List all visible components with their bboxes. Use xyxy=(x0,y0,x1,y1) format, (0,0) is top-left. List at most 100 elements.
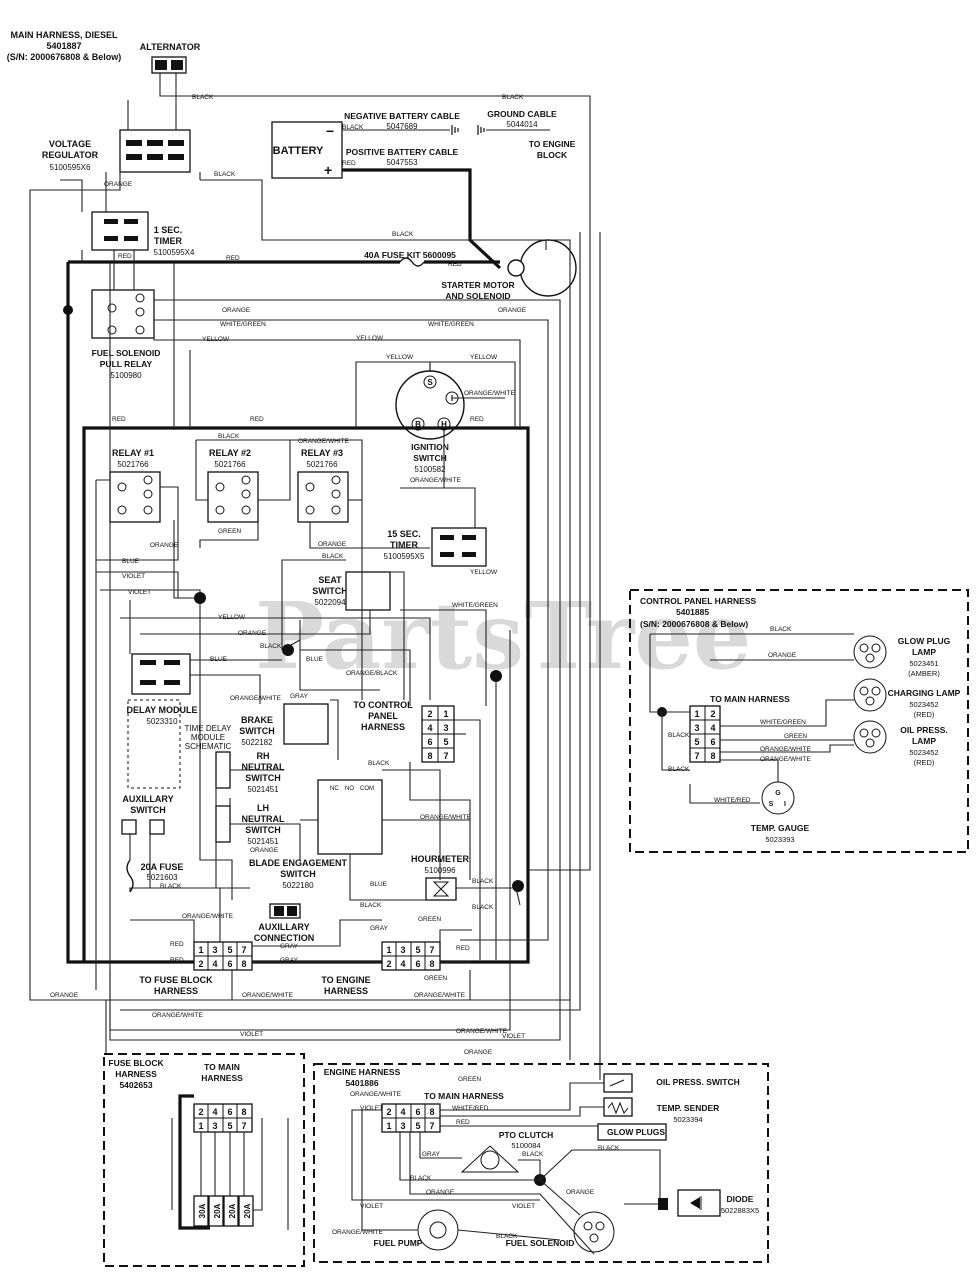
eh-wires xyxy=(351,1082,661,1255)
fb-fuses: 30A 20A 20A 20A xyxy=(193,1195,254,1227)
alternator-pin-2 xyxy=(171,60,183,70)
svg-text:7: 7 xyxy=(429,1121,434,1131)
svg-text:ORANGE: ORANGE xyxy=(464,1049,493,1056)
svg-text:YELLOW: YELLOW xyxy=(218,614,246,621)
oil-switch-icon xyxy=(603,1073,633,1093)
svg-text:ORANGE: ORANGE xyxy=(426,1189,455,1196)
svg-text:BLUE: BLUE xyxy=(370,881,388,888)
blade-switch-box xyxy=(317,779,383,855)
svg-text:3: 3 xyxy=(212,1121,217,1131)
watermark: PartsTree xyxy=(255,582,751,690)
oil-lamp-color: (RED) xyxy=(914,758,935,767)
svg-text:BLACK: BLACK xyxy=(668,732,690,739)
svg-text:7: 7 xyxy=(694,751,699,761)
svg-text:2: 2 xyxy=(386,959,391,969)
svg-text:RED: RED xyxy=(250,416,264,423)
main-harness-title: MAIN HARNESS, DIESEL xyxy=(10,30,118,40)
ignition-line2: SWITCH xyxy=(413,453,447,463)
svg-text:20A: 20A xyxy=(243,1203,252,1218)
svg-text:ORANGE: ORANGE xyxy=(250,847,279,854)
pto-part: 5100084 xyxy=(511,1141,540,1150)
fuel-pump-icon xyxy=(417,1209,459,1251)
temp-sender-icon xyxy=(603,1097,633,1117)
svg-text:BLACK: BLACK xyxy=(496,1233,518,1240)
fb-wires xyxy=(171,1118,289,1230)
relay3-terminals xyxy=(305,475,341,515)
glow-plugs-box xyxy=(597,1123,667,1141)
svg-text:4: 4 xyxy=(212,959,217,969)
svg-text:7: 7 xyxy=(443,751,448,761)
svg-text:4: 4 xyxy=(427,723,432,733)
cp-title: CONTROL PANEL HARNESS xyxy=(640,596,757,606)
svg-text:BLACK: BLACK xyxy=(322,553,344,560)
fuse20-name: 20A FUSE xyxy=(141,862,184,872)
pos-cable-part: 5047553 xyxy=(386,158,418,167)
blade-switch-part: 5022180 xyxy=(282,881,314,890)
svg-text:RED: RED xyxy=(118,253,132,260)
engine-block-line1: TO ENGINE xyxy=(529,139,576,149)
glow-lamp-icon xyxy=(853,635,887,669)
svg-text:BLACK: BLACK xyxy=(668,766,690,773)
fb-title1: FUSE BLOCK xyxy=(108,1058,164,1068)
svg-text:8: 8 xyxy=(241,1107,246,1117)
temp-gauge-icon: G S I xyxy=(761,781,795,815)
oil-switch-label: OIL PRESS. SWITCH xyxy=(656,1077,739,1087)
lh-neutral-line1: LH xyxy=(257,803,269,813)
svg-text:WHITE/GREEN: WHITE/GREEN xyxy=(760,719,806,726)
delay-schematic-line1: TIME DELAY xyxy=(185,724,233,733)
rh-neutral-box xyxy=(215,751,231,789)
one-sec-timer-line1: 1 SEC. xyxy=(154,225,183,235)
svg-text:7: 7 xyxy=(429,945,434,955)
to-control-line2: PANEL xyxy=(368,711,398,721)
svg-text:4: 4 xyxy=(400,959,405,969)
svg-text:4: 4 xyxy=(400,1107,405,1117)
aux-connection-line2: CONNECTION xyxy=(254,933,315,943)
svg-text:RED: RED xyxy=(448,261,462,268)
ignition-part: 5100582 xyxy=(414,465,446,474)
svg-text:WHITE/GREEN: WHITE/GREEN xyxy=(428,321,474,328)
eh-wire-tags: GREEN ORANGE/WHITE WHITE/RED VIOLET RED … xyxy=(332,1076,620,1240)
rh-neutral-part: 5021451 xyxy=(247,785,279,794)
to-control-line1: TO CONTROL xyxy=(353,700,413,710)
fuse20-icon xyxy=(126,859,134,893)
brake-switch-box xyxy=(283,703,329,745)
voltage-regulator-part: 5100595X6 xyxy=(50,163,91,172)
to-fuse-block-line1: TO FUSE BLOCK xyxy=(139,975,213,985)
lh-neutral-line2: NEUTRAL xyxy=(242,814,285,824)
svg-text:ORANGE/WHITE: ORANGE/WHITE xyxy=(350,1091,402,1098)
svg-text:ORANGE/BLACK: ORANGE/BLACK xyxy=(346,670,398,677)
relay3-box xyxy=(297,471,349,523)
svg-text:1: 1 xyxy=(198,1121,203,1131)
seat-switch-box xyxy=(345,571,391,611)
svg-text:8: 8 xyxy=(710,751,715,761)
temp-gauge-name: TEMP. GAUGE xyxy=(751,823,810,833)
harness-wires xyxy=(29,73,601,1080)
pto-clutch-icon xyxy=(460,1145,520,1173)
svg-text:RED: RED xyxy=(112,416,126,423)
fuel-relay-box xyxy=(91,289,155,339)
svg-text:BLACK: BLACK xyxy=(392,231,414,238)
cp-serial: (S/N: 2000676808 & Below) xyxy=(640,619,748,629)
main-power-bus xyxy=(66,262,530,964)
seat-switch-line1: SEAT xyxy=(318,575,342,585)
main-harness-serial: (S/N: 2000676808 & Below) xyxy=(7,52,122,62)
timer15-line1: 15 SEC. xyxy=(387,529,421,539)
svg-text:7: 7 xyxy=(241,1121,246,1131)
ignition-line1: IGNITION xyxy=(411,442,449,452)
svg-text:ORANGE/WHITE: ORANGE/WHITE xyxy=(760,746,812,753)
svg-text:S: S xyxy=(427,378,433,387)
svg-text:VIOLET: VIOLET xyxy=(502,1033,525,1040)
svg-text:ORANGE: ORANGE xyxy=(768,652,797,659)
svg-text:BLACK: BLACK xyxy=(502,94,524,101)
svg-text:BLACK: BLACK xyxy=(770,626,792,633)
solenoid-icon xyxy=(507,259,525,277)
charging-lamp-name: CHARGING LAMP xyxy=(888,688,961,698)
svg-text:2: 2 xyxy=(710,709,715,719)
blade-switch-line1: BLADE ENGAGEMENT xyxy=(249,858,348,868)
charging-lamp-color: (RED) xyxy=(914,710,935,719)
aux-switch-terminal-2 xyxy=(149,819,165,835)
